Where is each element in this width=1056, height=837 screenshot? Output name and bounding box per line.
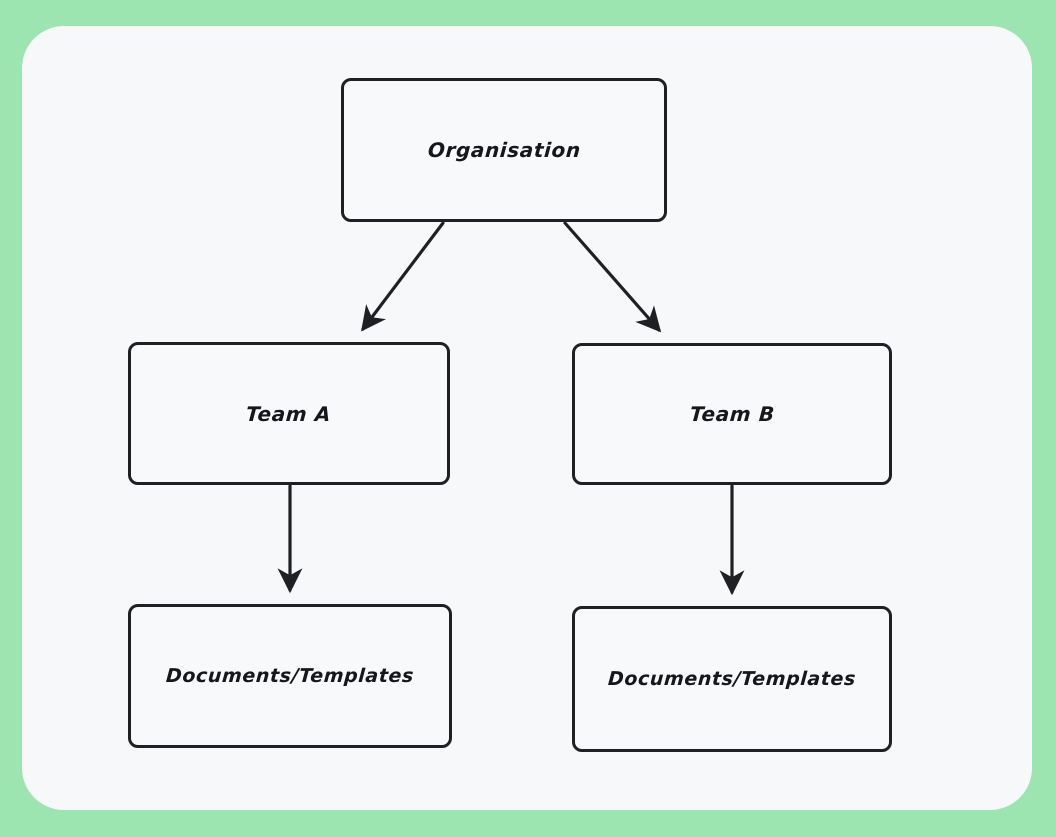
node-team-b-label: Team B bbox=[688, 402, 776, 426]
edge-organisation-to-team-b bbox=[563, 221, 662, 333]
node-documents-templates-b-label: Documents/Templates bbox=[607, 668, 857, 690]
node-team-a[interactable]: Team A bbox=[128, 342, 450, 485]
node-documents-templates-b[interactable]: Documents/Templates bbox=[572, 606, 892, 752]
node-team-a-label: Team A bbox=[245, 401, 333, 426]
node-documents-templates-a-label: Documents/Templates bbox=[165, 665, 415, 687]
edge-organisation-to-team-a bbox=[361, 221, 445, 332]
node-documents-templates-a[interactable]: Documents/Templates bbox=[128, 604, 452, 748]
node-organisation[interactable]: Organisation bbox=[341, 78, 667, 222]
node-team-b[interactable]: Team B bbox=[572, 343, 892, 485]
node-organisation-label: Organisation bbox=[426, 138, 582, 162]
